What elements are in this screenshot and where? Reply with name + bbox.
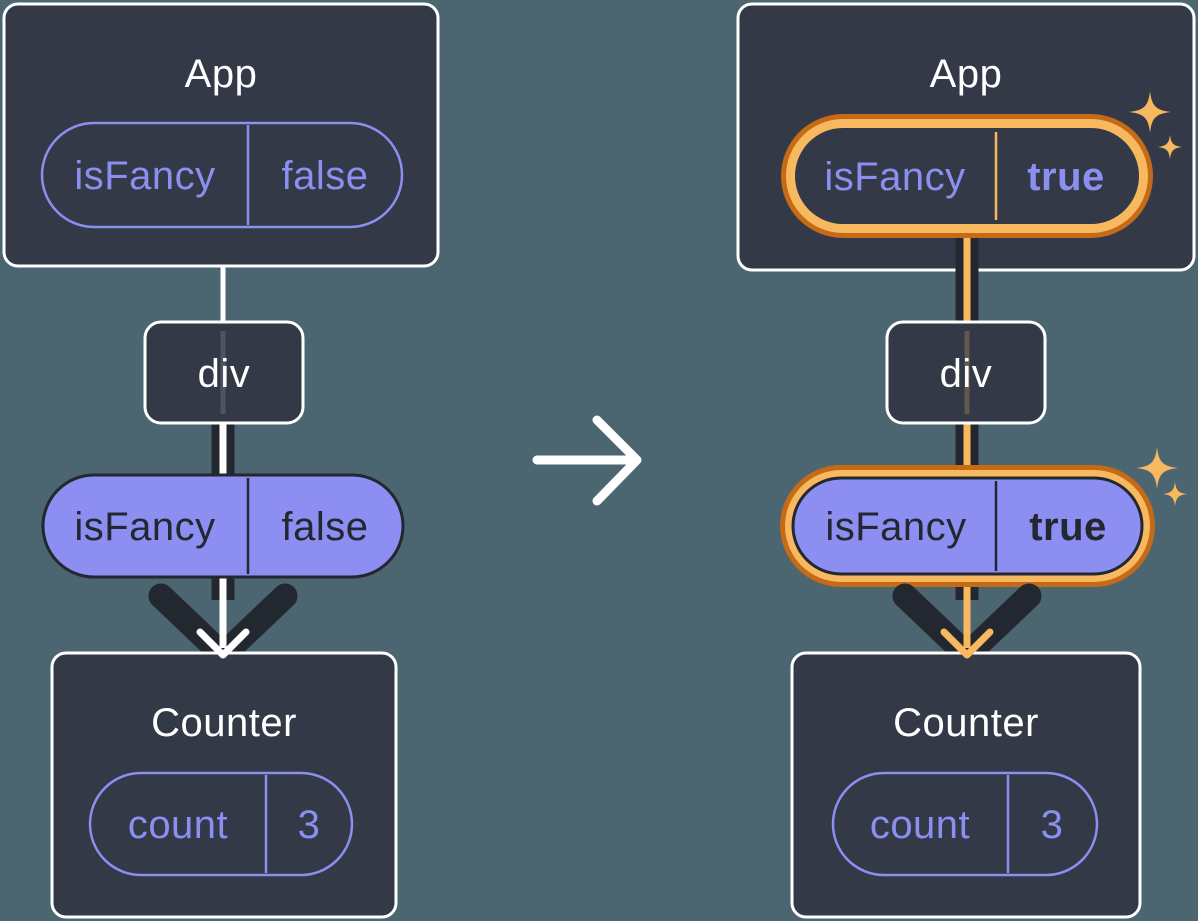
counter-state-pill	[831, 771, 1099, 877]
div-title: div	[198, 352, 251, 396]
prop-value-label: true	[1027, 155, 1105, 199]
prop-value-label: false	[282, 505, 369, 549]
prop-name-label: isFancy	[825, 505, 966, 549]
app-prop-pill	[795, 128, 1139, 224]
state-name-label: count	[128, 803, 228, 847]
sparkle-icon	[1162, 481, 1188, 507]
div-component-box	[143, 320, 305, 425]
left-tree: App isFancy false div isFancy false Coun…	[2, 2, 440, 919]
state-name-label: count	[870, 803, 970, 847]
app-title: App	[930, 52, 1003, 96]
counter-title: Counter	[151, 701, 297, 745]
div-title: div	[940, 352, 993, 396]
arrow-tip-icon	[940, 628, 994, 659]
prop-name-label: isFancy	[74, 505, 215, 549]
app-title: App	[185, 52, 258, 96]
state-value-label: 3	[298, 803, 321, 847]
prop-name-label: isFancy	[824, 155, 965, 199]
app-prop-pill	[40, 121, 404, 229]
passed-prop-pill	[791, 476, 1144, 576]
transition-arrow-icon	[532, 415, 642, 506]
arrow-tip-icon	[196, 628, 250, 659]
sparkle-icon	[1136, 447, 1178, 489]
state-value-label: 3	[1041, 803, 1064, 847]
right-tree: App isFancy true div isFancy true Counte	[736, 2, 1196, 919]
counter-component-box	[790, 651, 1142, 919]
div-component-box	[885, 320, 1047, 425]
passed-prop-pill	[41, 473, 405, 579]
prop-name-label: isFancy	[74, 154, 215, 198]
counter-title: Counter	[893, 701, 1039, 745]
prop-value-label: true	[1029, 505, 1107, 549]
counter-state-pill	[88, 771, 354, 877]
app-component-box	[2, 2, 440, 268]
prop-value-label: false	[282, 154, 369, 198]
counter-component-box	[50, 651, 398, 919]
